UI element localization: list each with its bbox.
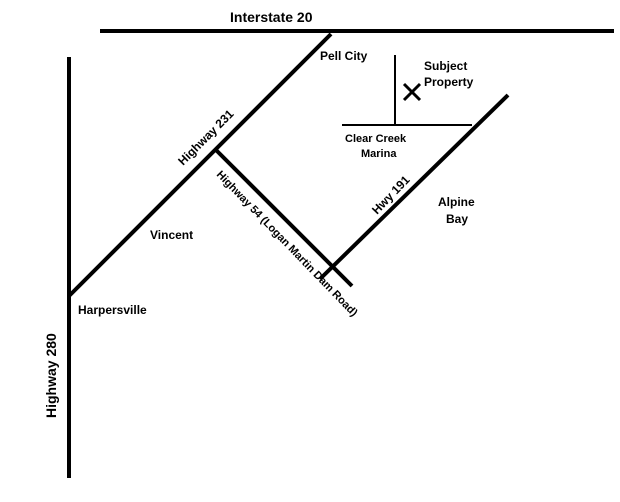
alpine-bay-label-line2: Bay xyxy=(446,212,468,226)
alpine-bay-label-line1: Alpine xyxy=(438,195,475,209)
pell-city-label: Pell City xyxy=(320,49,368,63)
highway-231-road xyxy=(67,32,333,298)
vincent-label: Vincent xyxy=(150,228,193,242)
highway-54-label: Highway 54 (Logan Martin Dam Road) xyxy=(214,169,360,320)
clear-creek-label-line1: Clear Creek xyxy=(345,133,407,145)
highway-280-label: Highway 280 xyxy=(43,333,59,418)
highway-54-road xyxy=(214,148,354,288)
hwy-191-road xyxy=(318,93,510,281)
clear-creek-label-line2: Marina xyxy=(361,148,397,160)
interstate-20-label: Interstate 20 xyxy=(230,9,313,25)
subject-property-label-line1: Subject xyxy=(424,59,467,73)
x-marker-icon xyxy=(402,82,422,102)
subject-property-label-line2: Property xyxy=(424,75,474,89)
harpersville-label: Harpersville xyxy=(78,303,147,317)
